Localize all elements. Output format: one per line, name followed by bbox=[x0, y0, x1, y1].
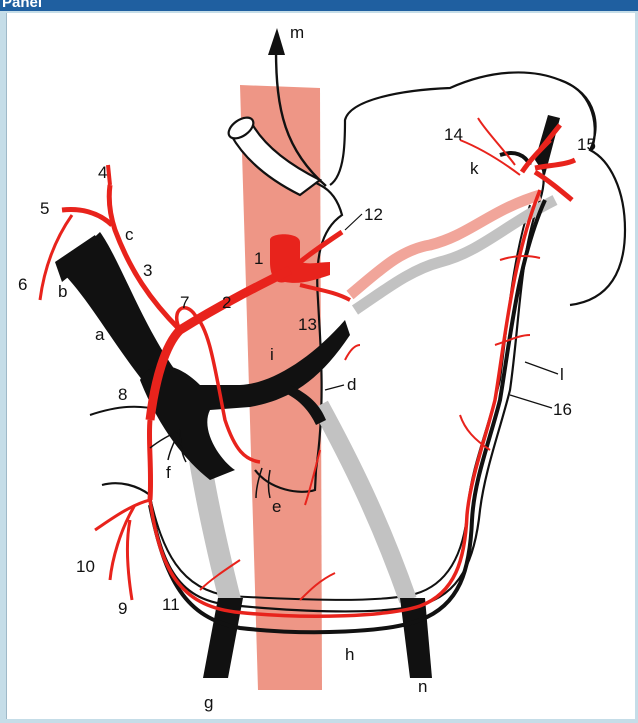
short-gastric-artery-14 bbox=[460, 118, 520, 175]
label-12: 12 bbox=[364, 205, 383, 224]
label-8: 8 bbox=[118, 385, 127, 404]
label-6: 6 bbox=[18, 275, 27, 294]
artery-10-branches bbox=[95, 500, 150, 600]
leader-l bbox=[525, 362, 558, 374]
label-14: 14 bbox=[444, 125, 463, 144]
label-2: 2 bbox=[222, 293, 231, 312]
label-i: i bbox=[270, 345, 274, 364]
label-5: 5 bbox=[40, 199, 49, 218]
label-a: a bbox=[95, 325, 105, 344]
label-13: 13 bbox=[298, 315, 317, 334]
label-e: e bbox=[272, 497, 281, 516]
label-4: 4 bbox=[98, 163, 107, 182]
label-1: 1 bbox=[254, 249, 263, 268]
label-9: 9 bbox=[118, 599, 127, 618]
label-n: n bbox=[418, 677, 427, 696]
label-10: 10 bbox=[76, 557, 95, 576]
label-k: k bbox=[470, 159, 479, 178]
spleen-artery-15 bbox=[522, 125, 575, 200]
label-h: h bbox=[345, 645, 354, 664]
label-7: 7 bbox=[180, 293, 189, 312]
label-b: b bbox=[58, 282, 67, 301]
hepatic-branch-4 bbox=[108, 165, 110, 185]
vein-h-arc bbox=[150, 200, 545, 632]
pale-vein-g bbox=[200, 460, 230, 600]
pale-vein-n bbox=[320, 405, 408, 600]
gastroduodenal-artery-8 bbox=[149, 420, 150, 500]
label-f: f bbox=[166, 463, 171, 482]
label-l: l bbox=[560, 365, 564, 384]
vein-f-branches bbox=[150, 430, 186, 462]
leader-d bbox=[325, 385, 344, 390]
label-16: 16 bbox=[553, 400, 572, 419]
label-11: 11 bbox=[162, 595, 180, 614]
label-m: m bbox=[290, 23, 304, 42]
label-15: 15 bbox=[577, 135, 596, 154]
leader-12 bbox=[345, 214, 362, 230]
label-d: d bbox=[347, 375, 356, 394]
label-c: c bbox=[125, 225, 134, 244]
label-g: g bbox=[204, 693, 213, 712]
leader-16 bbox=[510, 395, 552, 408]
arrow-m-head bbox=[268, 28, 285, 55]
label-3: 3 bbox=[143, 261, 152, 280]
